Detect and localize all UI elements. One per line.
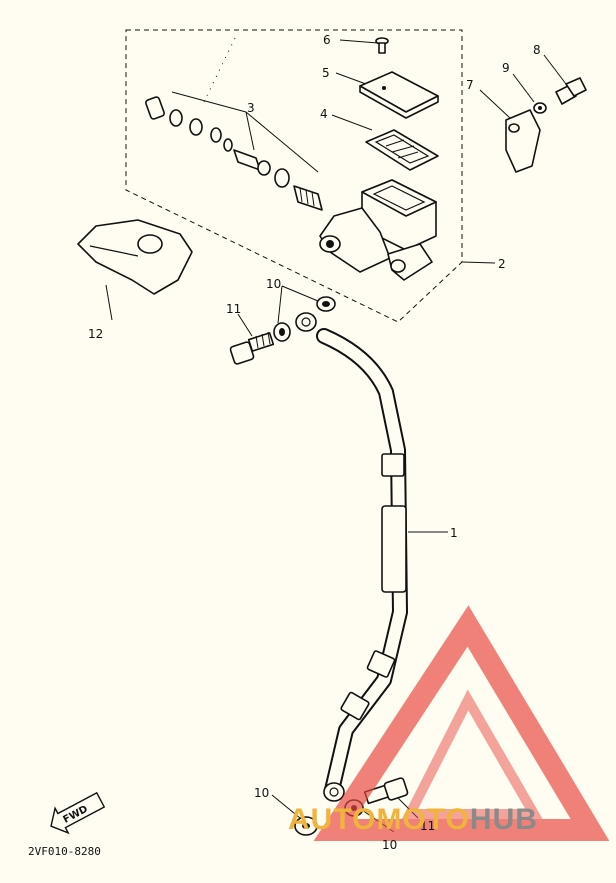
watermark-text-moto: MOTO	[376, 803, 469, 836]
piston-kit-part-3	[145, 96, 323, 211]
assembly-group-outline	[125, 29, 463, 323]
reservoir-cap-part-5	[359, 71, 439, 119]
callout-9: 9	[502, 61, 510, 75]
callout-5: 5	[322, 66, 330, 80]
watermark-text-hub: HUB	[470, 803, 538, 836]
callout-10-upper: 10	[266, 277, 281, 291]
holder-clamp-part-7	[505, 109, 541, 173]
callout-3: 3	[247, 101, 255, 115]
union-bolt-part-11-upper	[229, 331, 275, 365]
watermark-text: AUTOMOTOHUB	[288, 803, 538, 836]
callout-11-upper: 11	[226, 302, 241, 316]
callout-8: 8	[533, 43, 541, 57]
watermark-text-auto: AUTO	[288, 803, 376, 836]
forward-arrow-icon: FWD	[50, 791, 106, 835]
diaphragm-part-4	[365, 129, 439, 171]
callout-11-lower: 11	[420, 819, 435, 833]
boot-cover-part-12	[77, 219, 193, 295]
callout-10-lower-right: 10	[382, 838, 397, 852]
watermark-logo	[313, 605, 610, 841]
callout-12: 12	[88, 327, 103, 341]
screw-part-6	[375, 37, 389, 54]
washer-part-9	[533, 102, 547, 114]
master-cylinder-part-2	[319, 179, 437, 281]
copper-washer-part-10-upper	[273, 296, 336, 342]
callout-1: 1	[450, 526, 458, 540]
bolt-part-8	[555, 77, 587, 105]
callout-6: 6	[323, 33, 331, 47]
brake-hose-part-1	[295, 312, 408, 802]
diagram-code: 2VF010-8280	[28, 845, 101, 858]
callout-4: 4	[320, 107, 328, 121]
callout-10-lower-left: 10	[254, 786, 269, 800]
callout-7: 7	[466, 78, 474, 92]
leader-lines	[105, 35, 567, 833]
callout-2: 2	[498, 257, 506, 271]
